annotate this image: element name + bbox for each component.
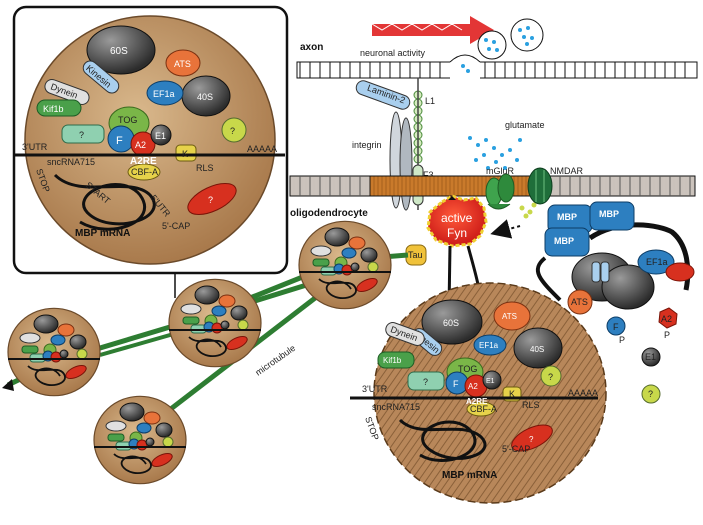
- s60-label-large: 60S: [443, 318, 459, 328]
- a2-label-large: A2: [468, 382, 478, 391]
- q-label-large-3: ?: [529, 435, 534, 444]
- utr3-label: 3'UTR: [22, 142, 48, 152]
- e1-label-large: E1: [486, 378, 495, 385]
- signal-arrow: [490, 219, 521, 239]
- tog-label: TOG: [118, 115, 137, 125]
- loose-f-label: F: [613, 322, 619, 332]
- mglur-label: mGluR: [486, 166, 515, 176]
- q-label-1: ?: [79, 130, 84, 140]
- glutamate-vesicles: [461, 18, 544, 73]
- loose-proteins: [606, 307, 678, 404]
- e1-label: E1: [155, 131, 166, 141]
- mbp-protein-label-1: MBP: [557, 212, 577, 222]
- microtubule-label: microtubule: [253, 343, 297, 378]
- loose-a2-p-label: P: [664, 330, 670, 340]
- glutamate-label: glutamate: [505, 120, 545, 130]
- mbp-mrna-label-large: MBP mRNA: [442, 470, 497, 481]
- glutamate-dots: [468, 136, 522, 170]
- active-fyn: [426, 194, 488, 248]
- kif1b-label: Kif1b: [43, 104, 64, 114]
- oligodendrocyte-label: oligodendrocyte: [290, 208, 368, 219]
- q-label-3: ?: [208, 195, 213, 205]
- axon-membrane: [296, 54, 698, 79]
- kif1b-label-large: Kif1b: [383, 356, 402, 365]
- s60-label: 60S: [110, 46, 128, 57]
- mglur-receptor: [485, 173, 515, 210]
- loose-q-label: ?: [648, 389, 653, 399]
- axon-label: axon: [300, 42, 323, 53]
- a2re-label: A2RE: [130, 156, 157, 167]
- s40-label: 40S: [197, 92, 213, 102]
- small-granule: [168, 278, 262, 368]
- nmdar-label: NMDAR: [550, 166, 583, 176]
- mbp-mrna-label: MBP mRNA: [75, 228, 130, 239]
- k-label-large: K: [509, 389, 515, 399]
- ef1a-label-large: EF1a: [479, 341, 499, 350]
- neuronal-activity-label: neuronal activity: [360, 48, 426, 58]
- active-fyn-label-2: Fyn: [447, 226, 467, 240]
- f-label: F: [116, 135, 123, 147]
- ef1a-label: EF1a: [153, 89, 175, 99]
- small-granule: [7, 307, 101, 397]
- nmdar-receptor: [527, 167, 553, 205]
- tog-label-large: TOG: [458, 364, 477, 374]
- active-fyn-label-1: active: [441, 211, 473, 225]
- ats-label: ATS: [174, 59, 191, 69]
- utr3-label-large: 3'UTR: [362, 384, 388, 394]
- f-label-large: F: [453, 379, 459, 389]
- large-granule: 60S ATS 40S Kinesin Dynein EF1a Kif1b ? …: [350, 282, 607, 504]
- loose-a2-label: A2: [661, 314, 672, 324]
- glutamate-dots-2: [519, 202, 537, 219]
- q-label-2: ?: [230, 126, 235, 136]
- small-granule: [298, 220, 392, 310]
- integrin-label: integrin: [352, 140, 382, 150]
- tau-label: Tau: [408, 250, 423, 260]
- sncrna-label-large: sncRNA715: [372, 402, 420, 412]
- small-granule: [93, 395, 187, 485]
- q-label-large-2: ?: [548, 372, 553, 382]
- ats-label-cluster: ATS: [571, 297, 588, 307]
- f3-label: F3: [423, 170, 434, 180]
- cap5-label: 5'-CAP: [162, 221, 190, 231]
- a2-label: A2: [135, 140, 146, 150]
- ef1a-label-cluster: EF1a: [646, 257, 668, 267]
- k-label: K: [182, 149, 188, 159]
- rls-label-large: RLS: [522, 400, 540, 410]
- small-granules: [7, 220, 392, 485]
- cbfa-label: CBF-A: [131, 167, 158, 177]
- s40-label-large: 40S: [530, 345, 544, 354]
- cap5-label-large: 5'-CAP: [502, 444, 530, 454]
- sncrna-label: sncRNA715: [47, 157, 95, 167]
- loose-f-p-label: P: [619, 335, 625, 345]
- aaaaa-label: AAAAA: [247, 144, 277, 154]
- a2re-label-large: A2RE: [466, 397, 488, 406]
- rls-label: RLS: [196, 163, 214, 173]
- aaaaa-label-large: AAAAA: [568, 388, 598, 398]
- q-label-large-1: ?: [423, 377, 428, 387]
- cbfa-label-large: CBF-A: [470, 404, 497, 414]
- inset-panel: [12, 5, 289, 298]
- microtubule-end-icon: [2, 379, 14, 391]
- neuronal-activity-arrow: [371, 16, 494, 44]
- l1-label: L1: [425, 96, 435, 106]
- mbp-protein-label-2: MBP: [599, 209, 619, 219]
- loose-e1-label: E1: [645, 352, 656, 362]
- mbp-cluster: [535, 201, 695, 315]
- ats-label-large: ATS: [502, 312, 517, 321]
- mbp-protein-label-3: MBP: [554, 236, 574, 246]
